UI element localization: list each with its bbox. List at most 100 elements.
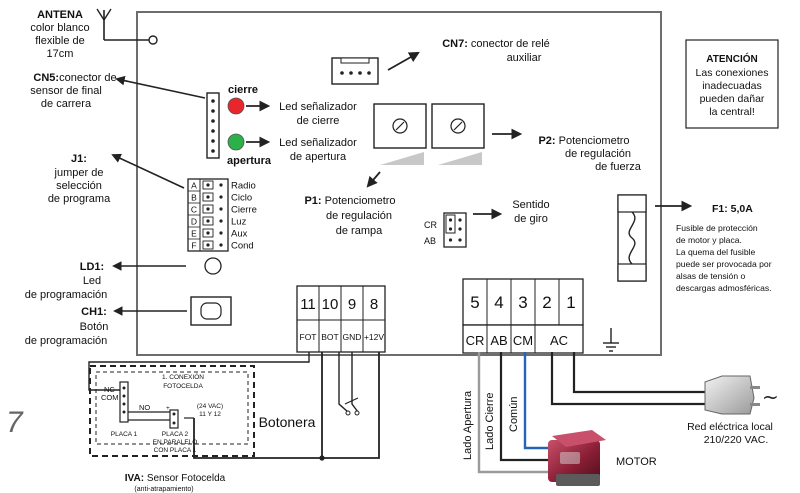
fuse-desc-3: La quema del fusible — [676, 247, 756, 257]
j1-desc-3: de programa — [48, 193, 111, 205]
jumper-letter: A — [191, 181, 197, 191]
attention-title: ATENCIÓN — [706, 52, 757, 65]
ac-symbol-icon: ~ — [762, 385, 779, 409]
direction-ab: AB — [424, 236, 436, 246]
jumper-letter: D — [191, 217, 197, 227]
attention-line-2: inadecuadas — [702, 80, 762, 92]
power-label-1: Red eléctrica local — [687, 421, 773, 433]
photocell-conn-title-1: 1. CONEXIÓN — [162, 372, 204, 381]
fuse-desc-6: descargas admosféricas. — [676, 283, 772, 293]
terminal-label: CM — [513, 333, 533, 348]
power-plug-icon — [704, 375, 760, 415]
p1-line-1: P1: Potenciometro — [304, 195, 395, 207]
jumper-label: Ciclo — [231, 193, 252, 204]
terminal-label: BOT — [321, 332, 338, 342]
p2-line-2: de regulación — [565, 148, 631, 160]
antenna-icon — [96, 8, 158, 45]
jumper-pin — [206, 195, 210, 199]
cn5-connector — [206, 92, 220, 159]
direction-jumper — [443, 212, 467, 248]
cn7-connector — [331, 57, 379, 85]
jumper-letter: E — [191, 229, 197, 239]
terminal-number: 8 — [370, 296, 378, 313]
photocell-com: COM — [101, 393, 119, 402]
terminal-label: AC — [550, 333, 568, 348]
p1-line-2: de regulación — [326, 210, 392, 222]
terminal-number: 1 — [566, 293, 575, 312]
cn7-line-2: auxiliar — [507, 52, 542, 64]
photocell-wires — [88, 352, 380, 461]
ld1-desc-2: de programación — [25, 289, 108, 301]
photocell-plate-1: PLACA 1 — [111, 431, 138, 438]
cn5-line-2: sensor de final — [30, 85, 102, 97]
programming-led-icon — [204, 257, 222, 275]
open-led-label-1: Led señalizador — [279, 137, 357, 149]
p1-arrow — [366, 171, 381, 188]
photocell-caption-sub: (anti-atrapamiento) — [134, 486, 193, 493]
terminal-label: +12V — [364, 332, 384, 342]
photocell-nc: NC — [104, 385, 115, 394]
jumper-pin — [206, 231, 210, 235]
photocell-plate-2-connector — [169, 409, 179, 429]
terminal-label: AB — [490, 333, 507, 348]
photocell-plus: + — [166, 405, 170, 412]
terminal-number: 9 — [348, 296, 356, 313]
antenna-desc-3: 17cm — [47, 48, 74, 60]
jumper-pin — [219, 183, 223, 187]
ld1-desc-1: Led — [83, 275, 101, 287]
fuse-desc-4: puede ser provocada por — [676, 259, 772, 269]
open-word: apertura — [227, 155, 272, 167]
open-led-label-2: de apertura — [290, 151, 347, 163]
terminal-number: 2 — [542, 293, 551, 312]
direction-cr: CR — [424, 220, 437, 230]
direction-line-2: de giro — [514, 213, 548, 225]
j1-code: J1: — [71, 153, 87, 165]
jumper-label: Luz — [231, 217, 247, 228]
close-led-icon — [227, 97, 245, 115]
attention-box — [685, 39, 779, 129]
close-led-label-1: Led señalizador — [279, 101, 357, 113]
jumper-pin — [219, 195, 223, 199]
attention-line-4: la central! — [709, 106, 755, 118]
terminal-number: 5 — [470, 293, 479, 312]
cn7-line-1: CN7: conector de relé — [442, 38, 550, 50]
photocell-module-box — [89, 365, 255, 457]
jumper-pin — [219, 243, 223, 247]
photocell-vac-2: 11 Y 12 — [199, 411, 221, 418]
fuse-desc-5: alsas de tensión o — [676, 271, 745, 281]
potentiometer-p1 — [373, 103, 427, 165]
side-number: 7 — [6, 406, 24, 439]
p1-line-3: de rampa — [336, 225, 383, 237]
close-word: cierre — [228, 84, 258, 96]
antenna-desc-2: flexible de — [35, 35, 85, 47]
programming-button-icon — [190, 296, 232, 326]
fuse-desc-1: Fusible de protección — [676, 223, 758, 233]
jumper-pin — [206, 219, 210, 223]
terminal-number: 3 — [518, 293, 527, 312]
motor-wire-common-label: Común — [508, 397, 520, 432]
photocell-no: NO — [139, 403, 150, 412]
photocell-plate-2-1: PLACA 2 — [162, 431, 189, 438]
terminal-label: CR — [466, 333, 485, 348]
ch1-desc-2: de programación — [25, 335, 108, 347]
photocell-plate-2-2: EN PARALELO — [153, 439, 198, 446]
jumper-label: Cond — [231, 241, 254, 252]
direction-line-1: Sentido — [512, 199, 549, 211]
attention-line-1: Las conexiones — [696, 67, 769, 79]
potentiometer-p2 — [431, 103, 485, 165]
p2-line-3: de fuerza — [595, 161, 642, 173]
photocell-plate-1-connector — [119, 381, 129, 423]
j1-arrow — [111, 153, 185, 189]
jumper-pin — [206, 207, 210, 211]
jumper-label: Cierre — [231, 205, 257, 216]
photocell-caption: IVA: Sensor Fotocelda — [125, 473, 226, 484]
j1-desc-1: jumper de — [54, 167, 104, 179]
ch1-desc-1: Botón — [80, 321, 109, 333]
cn7-arrow — [387, 51, 420, 71]
motor-wire-open-label: Lado Apertura — [462, 390, 474, 460]
fuse-code: F1: 5,0A — [712, 203, 753, 215]
botonera-label: Botonera — [259, 414, 316, 430]
antenna-desc-1: color blanco — [30, 22, 89, 34]
